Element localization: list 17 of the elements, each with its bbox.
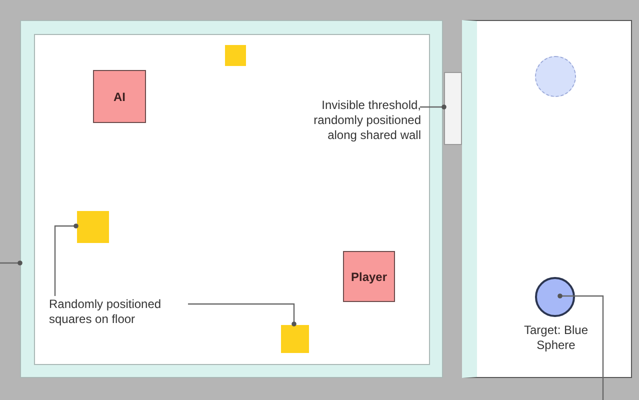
leader-line	[54, 224, 78, 296]
annotation-text: Randomly positioned squares on floor	[49, 297, 189, 331]
floor-square	[225, 45, 246, 66]
agent-box: AI	[93, 70, 146, 123]
floor-square	[77, 211, 109, 243]
leader-line	[558, 294, 604, 400]
target-room	[462, 20, 632, 378]
leader-line	[188, 303, 296, 326]
leader-line	[420, 104, 446, 110]
dashed-circle	[535, 56, 576, 97]
room-floor	[20, 20, 443, 378]
agent-box: Player	[343, 251, 395, 302]
threshold-panel	[444, 72, 462, 145]
annotation-text: Invisible threshold, randomly positioned along shared wall	[289, 98, 421, 148]
leader-line	[0, 260, 22, 266]
floor-square	[281, 325, 309, 353]
target-label: Target: Blue Sphere	[522, 323, 590, 353]
